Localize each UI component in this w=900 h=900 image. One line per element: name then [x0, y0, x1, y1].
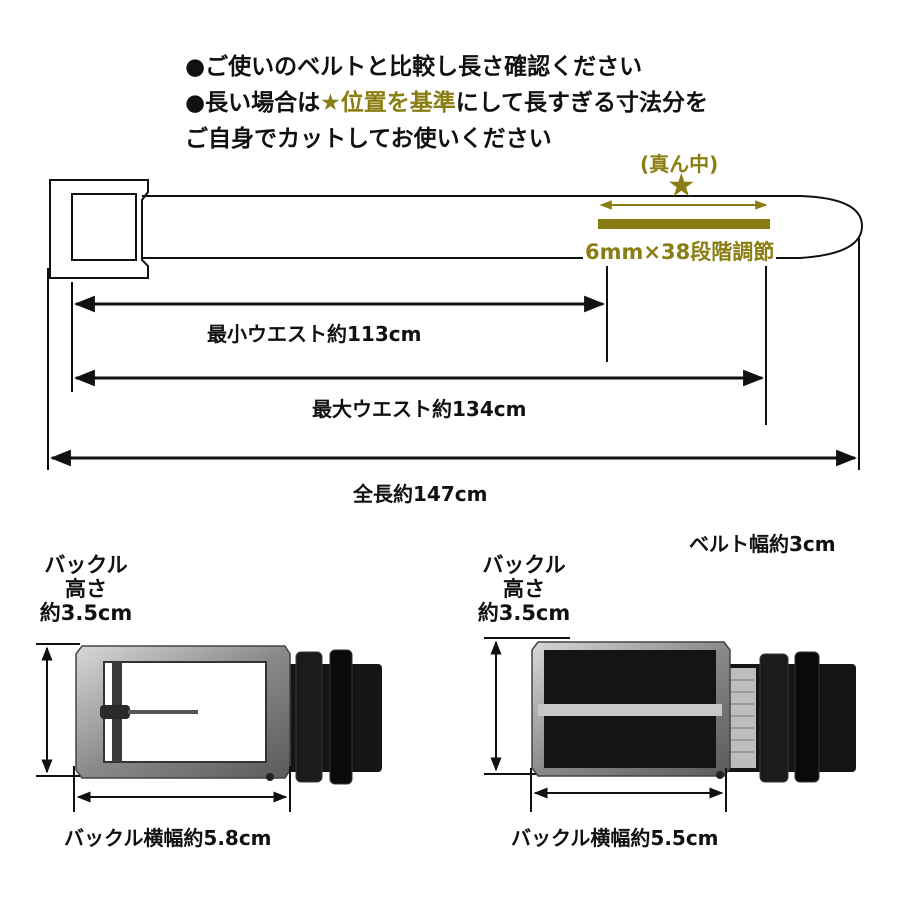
- instruction-line-1: ●ご使いのベルトと比較し長さ確認ください: [185, 54, 643, 80]
- instruction-line-2-suffix: にして長すぎる寸法分を: [455, 90, 709, 116]
- instruction-line-2-highlight: ★位置を基準: [320, 90, 456, 116]
- center-label: (真ん中): [640, 152, 719, 176]
- left-buckle-height-label: バックル 高さ 約3.5cm: [36, 553, 136, 625]
- instruction-line-3: ご自身でカットしてお使いください: [185, 126, 552, 152]
- adjust-range-marker: [598, 200, 770, 229]
- left-buckle-width-label: バックル横幅約5.8cm: [64, 826, 272, 850]
- right-buckle-height-line3: 約3.5cm: [477, 601, 571, 625]
- total-length-label: 全長約147cm: [353, 482, 488, 506]
- left-buckle-height-line2: 高さ: [65, 577, 107, 601]
- center-star-icon: ★: [667, 166, 696, 204]
- right-buckle-illustration: [531, 641, 856, 783]
- right-buckle-height-line1: バックル: [482, 553, 566, 577]
- left-buckle-illustration: [75, 645, 382, 785]
- right-buckle-width-label: バックル横幅約5.5cm: [511, 826, 719, 850]
- adjust-step-label: 6mm×38段階調節: [583, 236, 777, 266]
- left-buckle-dimensions: [36, 643, 291, 812]
- belt-buckle-outline: [49, 179, 149, 279]
- instruction-line-2: ●長い場合は★位置を基準にして長すぎる寸法分を: [185, 84, 708, 122]
- right-buckle-dimensions: [484, 637, 727, 812]
- extension-lines: [47, 238, 860, 470]
- max-waist-label: 最大ウエスト約134cm: [312, 397, 527, 421]
- instruction-line-2-prefix: ●長い場合は: [185, 90, 321, 116]
- belt-strap-outline: [142, 195, 864, 259]
- belt-width-label: ベルト幅約3cm: [689, 532, 836, 556]
- min-waist-label: 最小ウエスト約113cm: [207, 322, 422, 346]
- left-buckle-height-line3: 約3.5cm: [39, 601, 133, 625]
- right-buckle-height-label: バックル 高さ 約3.5cm: [474, 553, 574, 625]
- right-buckle-height-line2: 高さ: [503, 577, 545, 601]
- left-buckle-height-line1: バックル: [44, 553, 128, 577]
